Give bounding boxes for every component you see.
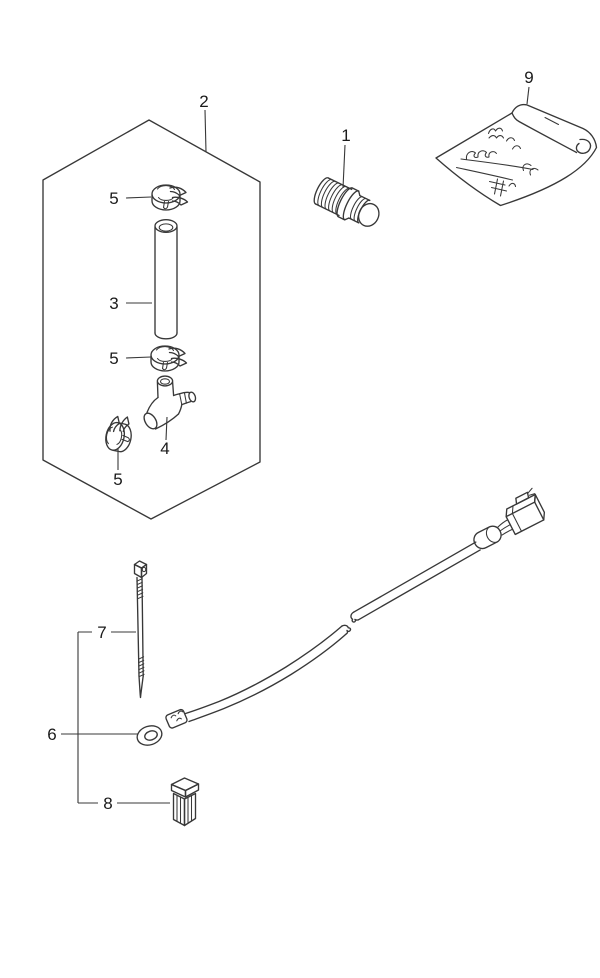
callout-label-4: 4 [160, 439, 169, 458]
callout-label-5-top: 5 [109, 189, 118, 208]
leader-lines [61, 86, 530, 804]
callout-label-5-middle: 5 [109, 349, 118, 368]
part-6-wire-harness [136, 487, 546, 746]
part-3-tube [154, 219, 178, 340]
callout-label-2: 2 [199, 92, 208, 111]
part-5-hose-clamp-middle [150, 345, 188, 372]
part-4-three-way-joint [143, 375, 197, 430]
cable-break-end-upper [350, 611, 359, 623]
leader-part-1 [342, 144, 346, 189]
cable-break-end-lower [341, 624, 352, 635]
callout-label-8: 8 [103, 794, 112, 813]
callout-label-5-bottom: 5 [113, 470, 122, 489]
callout-label-3: 3 [109, 294, 118, 313]
leader-part-9 [526, 86, 530, 105]
callout-label-9: 9 [524, 68, 533, 87]
part-5-hose-clamp-bottom [102, 412, 136, 455]
part-5-hose-clamp-top [151, 184, 189, 211]
leader-part-4 [165, 416, 168, 441]
harness-cable-upper [353, 541, 481, 621]
bag-print-scribbles [487, 127, 505, 139]
part-8-connector-cap [170, 777, 200, 827]
leader-part-2 [204, 109, 207, 153]
tie-teeth-upper [136, 578, 144, 600]
callout-label-7: 7 [97, 623, 106, 642]
harness-connector [473, 487, 546, 550]
part-1-threaded-plug [313, 177, 380, 227]
part-9-parts-bag [435, 103, 598, 207]
part-7-cable-tie [133, 560, 148, 699]
callout-labels: 2 1 9 5 3 5 4 5 7 6 8 [47, 68, 533, 813]
callout-label-6: 6 [47, 725, 56, 744]
leader-part-5-top [125, 196, 152, 199]
harness-crimp-sleeve [165, 708, 188, 729]
part-2-kit-group-outline [42, 119, 261, 520]
harness-cable-lower [184, 625, 343, 715]
tie-teeth-lower [137, 656, 145, 678]
leader-part-5-middle [125, 356, 152, 359]
callout-label-1: 1 [341, 126, 350, 145]
harness-ring-terminal [136, 725, 163, 746]
